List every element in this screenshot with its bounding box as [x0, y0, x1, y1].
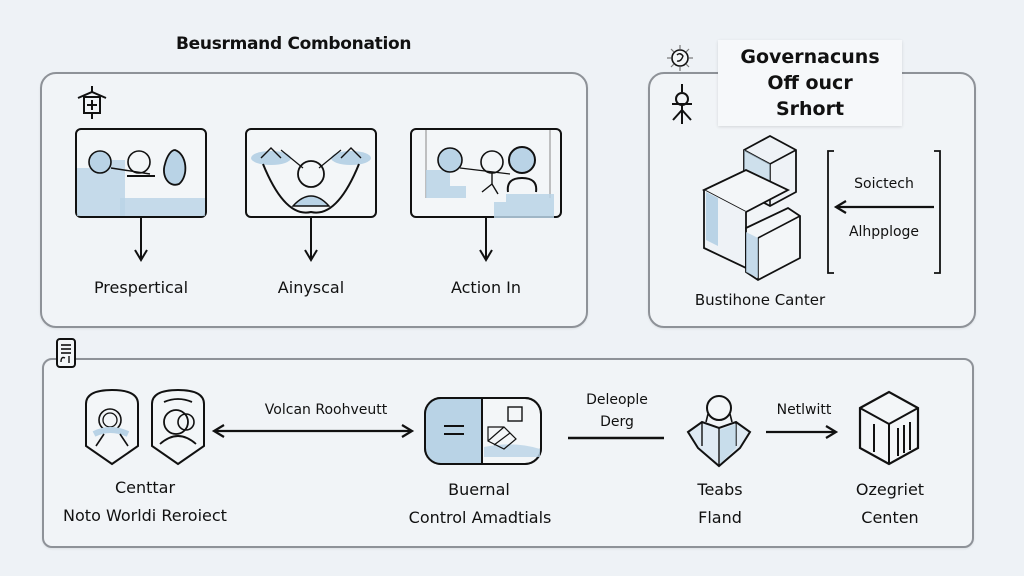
- team-action-scene-icon[interactable]: [410, 128, 562, 218]
- connector-label: Netlwitt: [776, 402, 832, 418]
- step-label: Ainyscal: [277, 278, 345, 297]
- collaboration-scene-icon[interactable]: [245, 128, 377, 218]
- control-panel-icon[interactable]: [424, 397, 542, 465]
- step-label: Action In: [450, 278, 522, 297]
- down-arrow-icon: [134, 218, 148, 262]
- node-label-line1: Ozegriet: [855, 480, 925, 499]
- person-icon: [672, 84, 692, 124]
- node-label-line1: Teabs: [697, 480, 743, 499]
- down-arrow-icon: [479, 218, 493, 262]
- governance-title-line2: Off oucr Srhort: [767, 72, 853, 120]
- down-arrow-icon: [304, 218, 318, 262]
- building-plus-icon: [77, 86, 107, 119]
- isometric-blocks-icon: [701, 134, 801, 282]
- right-arrow-icon: [766, 425, 839, 439]
- left-arrow-icon: [833, 200, 934, 214]
- meeting-scene-icon[interactable]: [75, 128, 207, 218]
- node-label-line2: Noto Worldi Reroiect: [63, 506, 227, 525]
- connector-label: Volcan Roohveutt: [264, 402, 388, 418]
- governance-title-line1: Governacuns: [740, 46, 880, 68]
- node-label-line2: Fland: [698, 508, 742, 527]
- bidirectional-arrow-icon: [211, 424, 415, 438]
- business-center-caption: Bustihone Canter: [694, 291, 826, 309]
- bracket-left: [827, 150, 834, 274]
- user-badge-icon[interactable]: [84, 388, 140, 466]
- document-icon: [56, 338, 76, 368]
- node-label-line1: Buernal: [448, 480, 510, 499]
- bracket-right: [934, 150, 941, 274]
- governance-title: Governacuns Off oucr Srhort: [718, 40, 902, 126]
- reader-person-icon[interactable]: [686, 392, 752, 468]
- node-label-line2: Centen: [861, 508, 919, 527]
- node-label-line1: Centtar: [114, 478, 176, 497]
- top-left-title: Beusrmand Combonation: [176, 34, 412, 54]
- user-badge-icon[interactable]: [150, 388, 206, 466]
- gear-person-icon: [667, 45, 693, 71]
- node-label-line2: Control Amadtials: [408, 508, 552, 527]
- bracket-label-bottom: Alhpploge: [848, 224, 920, 240]
- bracket-label-top: Soictech: [854, 176, 914, 192]
- connector-label-line1: Deleople: [586, 392, 648, 408]
- connector-label-line2: Derg: [600, 414, 634, 430]
- step-label: Prespertical: [93, 278, 189, 297]
- connector-line: [568, 436, 664, 440]
- cube-icon[interactable]: [858, 390, 920, 466]
